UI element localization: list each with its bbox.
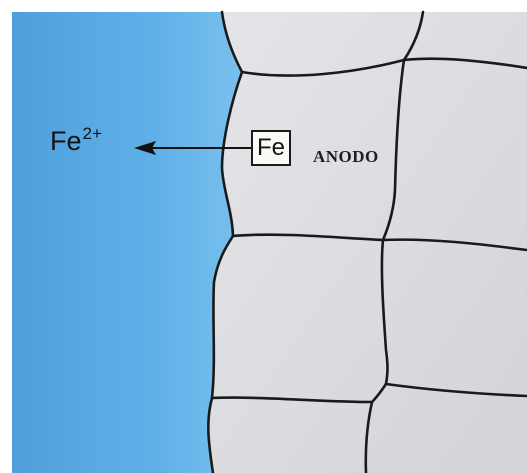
anode-label: ANODO	[313, 147, 379, 167]
iron-atom-box: Fe	[251, 130, 291, 166]
ion-symbol: Fe	[50, 126, 82, 156]
ferrous-ion-label: Fe2+	[50, 128, 102, 155]
metal-surface	[208, 12, 527, 473]
ion-charge: 2+	[83, 124, 102, 143]
iron-symbol: Fe	[257, 134, 285, 162]
